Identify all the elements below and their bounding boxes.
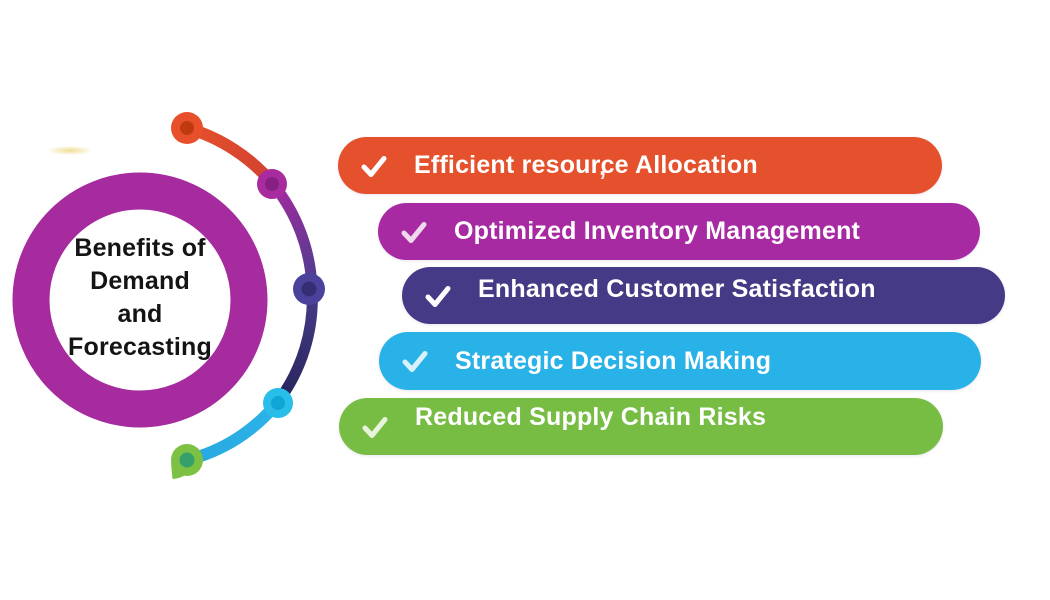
stray-comma-artifact: , xyxy=(599,151,607,181)
check-icon xyxy=(400,218,428,246)
check-icon xyxy=(401,347,429,375)
indigo-dot-core xyxy=(301,281,317,297)
orange-dot-core xyxy=(180,121,194,135)
benefit-bar-reduced-supply-chain-risks: Reduced Supply Chain Risks xyxy=(339,398,943,455)
check-icon xyxy=(361,413,389,441)
benefit-bar-label: Strategic Decision Making xyxy=(455,346,772,375)
magenta-segment xyxy=(267,178,318,294)
ring-title-line: Forecasting xyxy=(68,333,212,361)
green-dot-core xyxy=(179,452,195,468)
benefit-bar-enhanced-customer-satisfaction: Enhanced Customer Satisfaction xyxy=(402,267,1005,324)
ring xyxy=(12,172,268,428)
check-icon xyxy=(360,152,388,180)
cyan-dot-core xyxy=(271,396,285,410)
benefit-bar-efficient-resource-allocation: Efficient resource Allocation xyxy=(338,137,942,194)
ring-title-line: Benefits of xyxy=(74,234,206,262)
benefit-bar-label: Optimized Inventory Management xyxy=(454,217,861,245)
indigo-segment xyxy=(271,282,318,409)
benefit-bar-strategic-decision-making: Strategic Decision Making xyxy=(379,332,981,390)
check-icon xyxy=(424,282,452,310)
benefit-bar-label: Efficient resource Allocation xyxy=(414,151,758,179)
benefit-bar-optimized-inventory-management: Optimized Inventory Management xyxy=(378,203,980,260)
ring-title-line: and xyxy=(117,300,163,328)
benefit-bar-label: Reduced Supply Chain Risks xyxy=(415,403,767,431)
purple-dot-core xyxy=(265,177,279,191)
benefit-bar-label: Enhanced Customer Satisfaction xyxy=(478,275,876,303)
ring-title-line: Demand xyxy=(90,267,190,295)
ring-title: Benefits of Demand and Forecasting xyxy=(40,232,240,364)
yellow-smudge-artifact xyxy=(48,146,92,155)
